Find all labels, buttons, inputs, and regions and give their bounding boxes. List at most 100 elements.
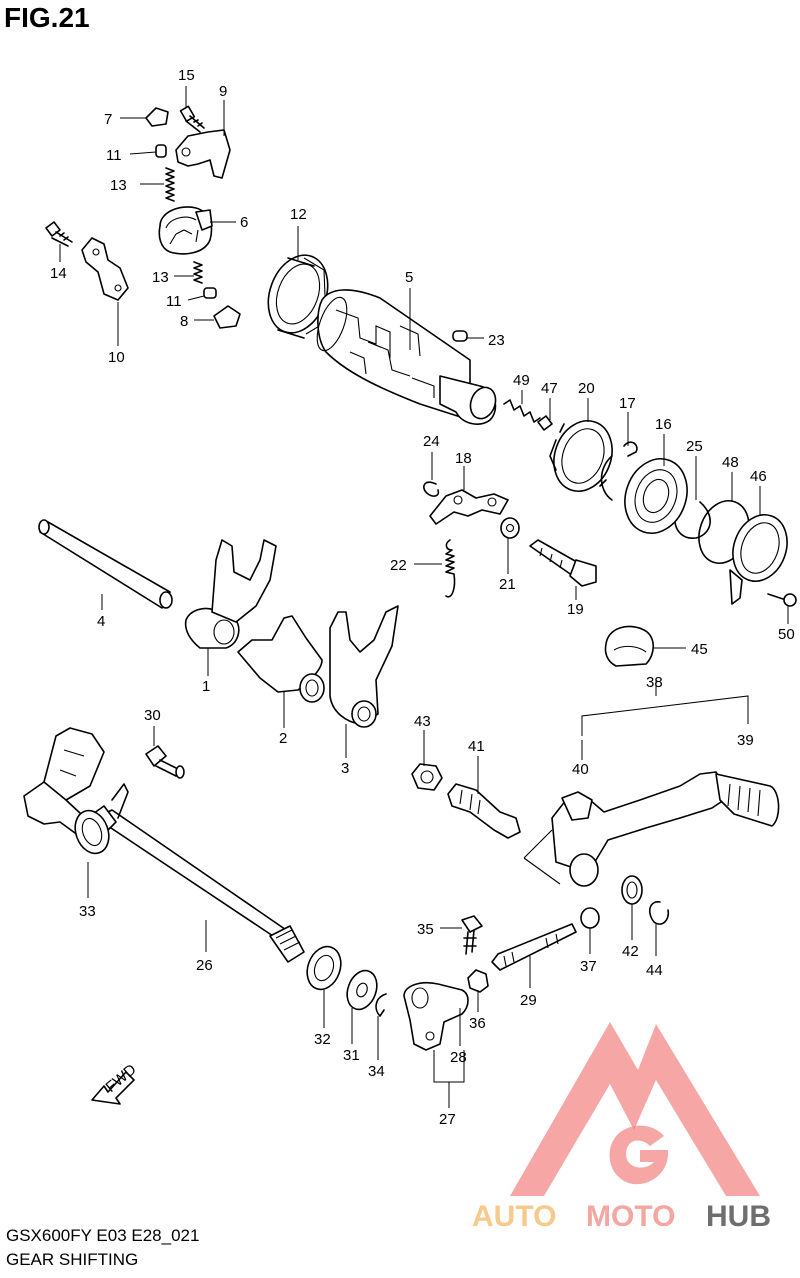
callout-29: 29: [520, 992, 537, 1009]
part-34-circlip: [375, 993, 387, 1017]
part-3-shift-fork: [329, 605, 399, 728]
callout-8: 8: [180, 313, 188, 330]
callout-47: 47: [541, 380, 558, 397]
callout-6: 6: [240, 214, 248, 231]
callout-50: 50: [778, 626, 795, 643]
part-25-circlip: [674, 501, 711, 539]
callout-28: 28: [450, 1049, 467, 1066]
part-42-washer: [621, 875, 643, 905]
callout-20: 20: [578, 380, 595, 397]
part-17-clip: [623, 441, 638, 457]
part-37-bushing: [580, 907, 600, 929]
part-23-pin: [452, 330, 468, 342]
callout-13: 13: [110, 177, 127, 194]
leader-lines: [59, 86, 789, 1108]
part-20-gear-cam: [549, 420, 613, 492]
part-31-washer: [346, 969, 378, 1011]
part-50-screw: [767, 593, 797, 607]
watermark-hub: HUB: [706, 1200, 771, 1233]
part-41-neutral-switch: [447, 783, 521, 839]
callout-22: 22: [390, 557, 407, 574]
callout-36: 36: [469, 1015, 486, 1032]
callout-31: 31: [343, 1047, 360, 1064]
callout-7: 7: [104, 111, 112, 128]
callout-17: 17: [619, 395, 636, 412]
callout-34: 34: [368, 1063, 385, 1080]
part-15-bolt: [179, 105, 205, 133]
callout-5: 5: [405, 269, 413, 286]
callout-23: 23: [488, 332, 505, 349]
callout-10: 10: [108, 349, 125, 366]
callout-45: 45: [691, 641, 708, 658]
part-38-gear-shift-lever: [523, 771, 780, 887]
callout-9: 9: [219, 83, 227, 100]
callout-49: 49: [513, 372, 530, 389]
callout-39: 39: [737, 732, 754, 749]
automotohub-wordmark: AUTO MOTO HUB: [472, 1200, 771, 1233]
callout-44: 44: [646, 962, 663, 979]
footer-model-code: GSX600FY E03 E28_021: [6, 1226, 200, 1245]
callout-30: 30: [144, 707, 161, 724]
part-2-shift-fork: [237, 615, 325, 703]
part-24-clip: [423, 481, 440, 497]
callout-12: 12: [290, 206, 307, 223]
callout-19: 19: [567, 601, 584, 618]
watermark-auto: AUTO: [472, 1200, 556, 1233]
part-8-cap: [213, 305, 241, 329]
part-5-shift-drum: [316, 289, 497, 425]
part-1-shift-fork: [184, 539, 277, 649]
part-4-fork-shaft: [38, 519, 173, 609]
part-44-circlip: [648, 901, 670, 925]
callout-3: 3: [341, 760, 349, 777]
callout-14: 14: [50, 265, 67, 282]
callout-16: 16: [655, 416, 672, 433]
callout-11: 11: [106, 147, 122, 164]
callout-labels: 15 9 7 11 13 6 12 14 13 11 8 10 5 23 49 …: [50, 67, 795, 1128]
part-16-bearing: [624, 458, 688, 534]
part-29-tie-rod: [491, 923, 577, 971]
callout-42: 42: [622, 943, 639, 960]
callout-27: 27: [439, 1111, 456, 1128]
part-11-pin-upper: [155, 144, 167, 158]
watermark-moto: MOTO: [586, 1200, 675, 1233]
callout-32: 32: [314, 1031, 331, 1048]
part-9-plate: [175, 129, 231, 179]
callout-41: 41: [468, 738, 485, 755]
part-35-bolt: [461, 915, 483, 955]
callout-25: 25: [686, 438, 703, 455]
callout-15: 15: [178, 67, 195, 84]
part-19-bolt: [529, 539, 597, 587]
part-27-shift-arm: [403, 981, 469, 1051]
part-10-plate: [81, 237, 129, 301]
part-36-nut: [467, 969, 489, 993]
part-26-gear-shift-shaft: [23, 727, 305, 963]
callout-26: 26: [196, 957, 213, 974]
callout-37: 37: [580, 958, 597, 975]
part-32-oil-seal: [306, 945, 342, 991]
fwd-arrow-icon: FWD: [91, 1061, 140, 1105]
part-13-spring-lower: [193, 261, 203, 284]
part-12-bearing: [267, 254, 329, 339]
callout-21: 21: [499, 576, 516, 593]
part-18-spring-plate: [429, 489, 509, 525]
part-11-pin-lower: [203, 287, 217, 299]
callout-11-lower: 11: [166, 293, 182, 310]
callout-1: 1: [202, 678, 210, 695]
part-7-cap: [145, 107, 169, 127]
callout-46: 46: [750, 468, 767, 485]
part-retainer-ring: [600, 455, 613, 501]
part-46-plate: [729, 514, 788, 605]
part-6-stopper-cam: [158, 206, 213, 255]
callout-24: 24: [423, 433, 440, 450]
callout-43: 43: [414, 713, 431, 730]
callout-38: 38: [646, 674, 663, 691]
automotohub-logo: [510, 1022, 760, 1196]
callout-35: 35: [417, 921, 434, 938]
part-13-spring-upper: [165, 167, 175, 202]
callout-40: 40: [572, 761, 589, 778]
part-14-bolt: [45, 221, 73, 247]
footer-figure-name: GEAR SHIFTING: [6, 1250, 139, 1269]
callout-33: 33: [79, 903, 96, 920]
